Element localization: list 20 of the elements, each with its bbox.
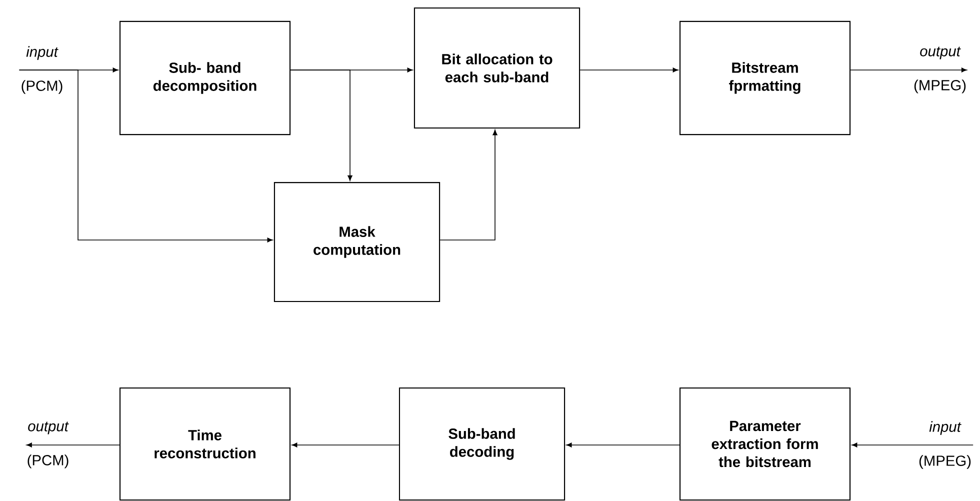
terminal-label: output (PCM) (28, 422, 69, 468)
process-box: Parameter extraction form the bitstream (679, 387, 851, 501)
arrow (580, 68, 678, 72)
arrow (566, 442, 680, 448)
arrow (440, 130, 498, 240)
process-box: Bitstream fprmatting (679, 20, 851, 136)
terminal-label: output (MPEG) (914, 46, 966, 94)
process-box: Time reconstruction (119, 387, 291, 501)
terminal-label: input (PCM) (22, 46, 62, 94)
arrow (290, 70, 352, 181)
arrow (852, 442, 974, 448)
arrow (850, 68, 967, 72)
arrow (26, 442, 120, 448)
arrow (18, 70, 273, 242)
process-box: Bit allocation to each sub-band (414, 7, 580, 129)
process-box: Mask computation (274, 182, 440, 302)
process-box: Sub-band decoding (398, 387, 566, 501)
arrow (292, 442, 400, 448)
terminal-label: input (MPEG) (919, 421, 971, 469)
process-box: Sub- band decomposition (119, 20, 291, 136)
